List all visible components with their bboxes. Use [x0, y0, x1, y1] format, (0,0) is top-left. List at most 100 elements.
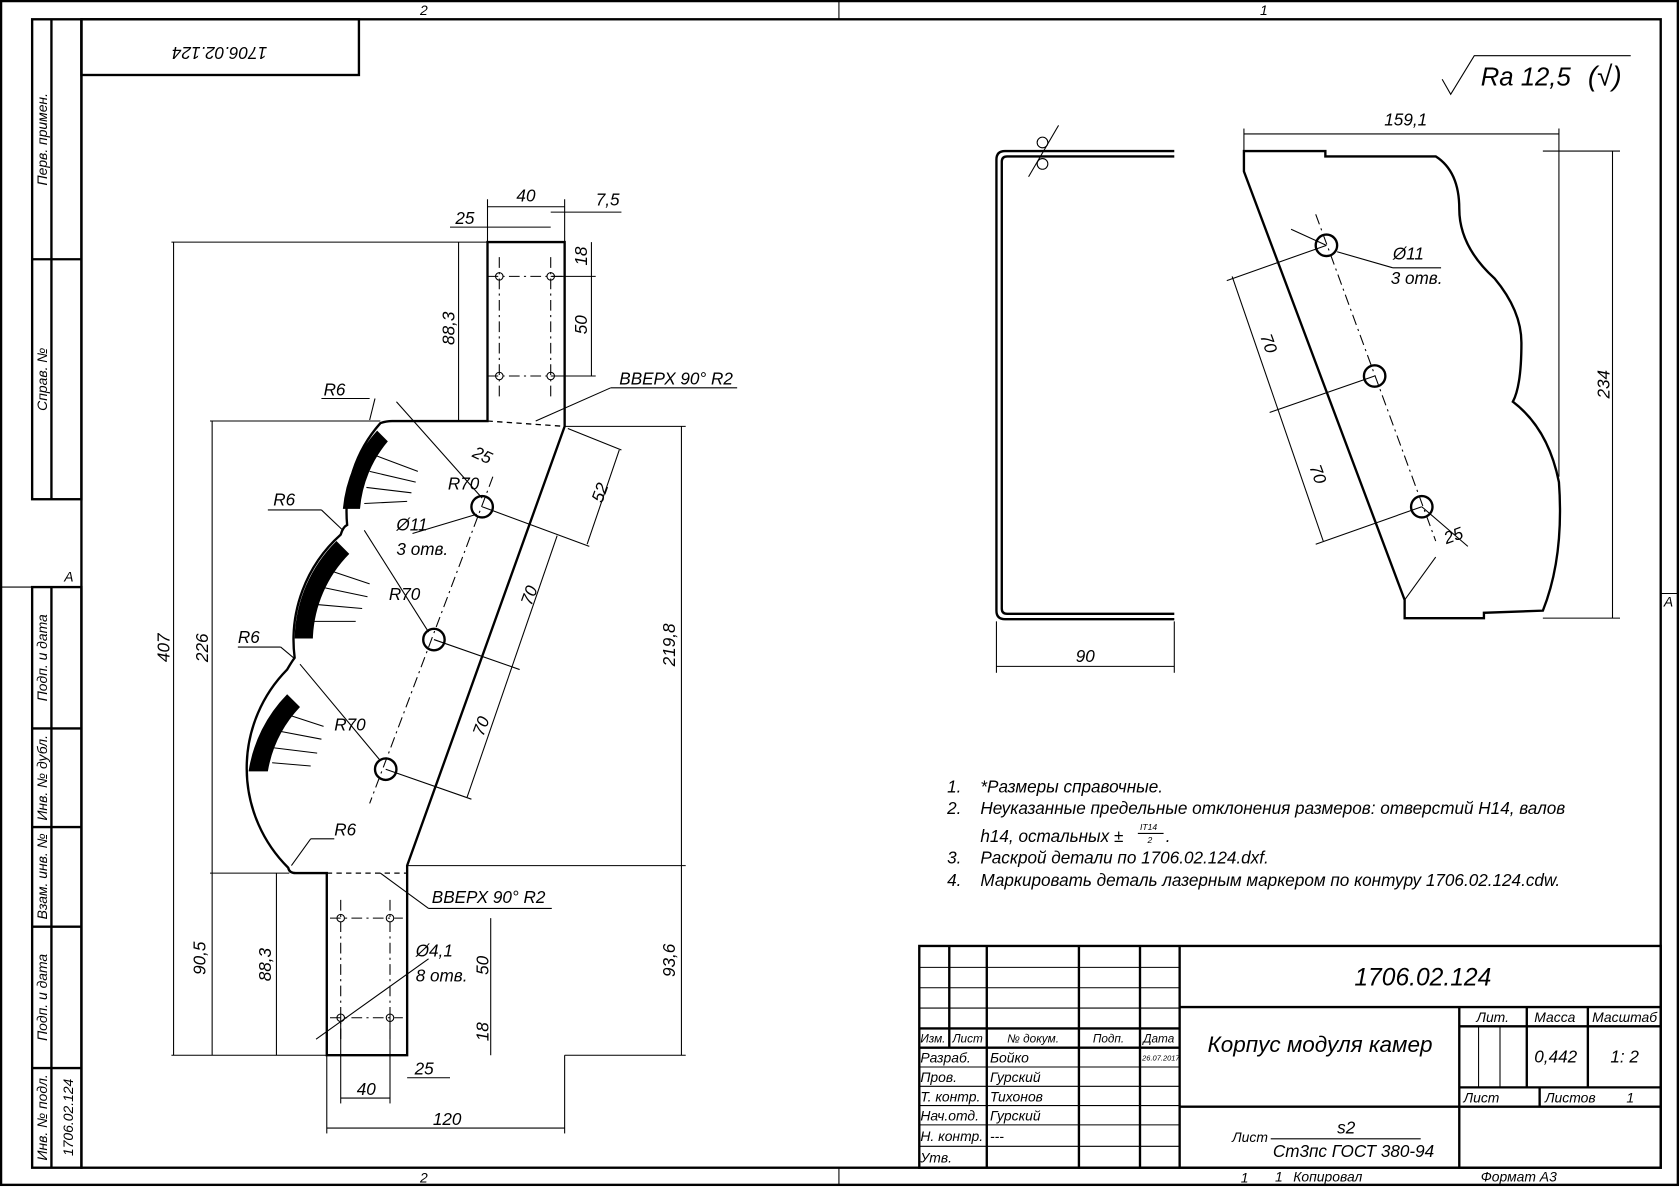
dim-r70-1: R70: [448, 474, 480, 494]
zone-top-2: 2: [419, 2, 428, 18]
dim-hole-11-right: Ø11: [1392, 243, 1424, 263]
mass-value: 0,442: [1534, 1047, 1577, 1067]
svg-text:Масса: Масса: [1534, 1009, 1575, 1025]
dim-25-bottom: 25: [414, 1059, 435, 1079]
svg-text:Тихонов: Тихонов: [990, 1088, 1043, 1104]
svg-text:26.07.2017: 26.07.2017: [1141, 1054, 1180, 1063]
bend-note-bottom: ВВЕРХ 90° R2: [432, 887, 546, 907]
svg-text:Дата: Дата: [1141, 1032, 1174, 1045]
front-view: 159,1 Ø11 3 отв. 70 70 234 25: [1226, 109, 1620, 620]
svg-text:Утв.: Утв.: [919, 1149, 952, 1165]
dim-219-8: 219,8: [659, 623, 679, 667]
dim-90-5: 90,5: [190, 941, 210, 975]
svg-text:Изм.: Изм.: [920, 1032, 945, 1045]
dim-50-top: 50: [571, 315, 591, 335]
top-stamp: 1706.02.124: [80, 18, 361, 77]
dim-120: 120: [433, 1109, 462, 1129]
svg-text:1706.02.124: 1706.02.124: [60, 1078, 76, 1156]
dim-7-5: 7,5: [596, 190, 620, 210]
part-name: Корпус модуля камер: [1208, 1032, 1433, 1057]
svg-text:*Размеры справочные.: *Размеры справочные.: [980, 777, 1163, 797]
svg-text:1706.02.124: 1706.02.124: [172, 43, 267, 63]
dim-hole-11: Ø11: [395, 514, 427, 534]
side-view: 90: [995, 125, 1175, 673]
svg-text:IT14: IT14: [1140, 822, 1157, 832]
svg-text:h14, остальных ±: h14, остальных ±: [980, 826, 1123, 846]
dim-40-top: 40: [516, 185, 536, 205]
zone-bottom-2: 2: [419, 1170, 428, 1186]
centerlines: [330, 257, 563, 1040]
svg-text:2: 2: [1147, 835, 1153, 845]
svg-text:Пров.: Пров.: [920, 1069, 957, 1085]
svg-text:Лист: Лист: [951, 1032, 982, 1045]
title-block: Изм. Лист № докум. Подп. Дата Разраб. Бой…: [918, 944, 1662, 1185]
dim-18-bottom: 18: [473, 1022, 493, 1042]
svg-text:1.: 1.: [947, 777, 961, 797]
svg-text:Взам. инв. №: Взам. инв. №: [34, 833, 50, 919]
side-strip: Перв. примен. Справ. № Подп. и дата Инв.…: [30, 18, 83, 1169]
dim-159-1: 159,1: [1384, 109, 1427, 129]
svg-text:Ra 12,5: Ra 12,5: [1481, 64, 1572, 92]
svg-text:---: ---: [990, 1128, 1004, 1144]
dim-93-6: 93,6: [659, 943, 679, 977]
svg-text:Лист: Лист: [1231, 1129, 1268, 1145]
dim-407: 407: [153, 632, 173, 662]
svg-text:Разраб.: Разраб.: [920, 1050, 970, 1066]
dim-r6-2: R6: [273, 490, 295, 510]
svg-text:Подп. и дата: Подп. и дата: [34, 614, 50, 701]
svg-text:Нач.отд.: Нач.отд.: [920, 1108, 979, 1124]
roughness-symbol: Ra 12,5 (√): [1441, 55, 1631, 96]
technical-notes: 1. *Размеры справочные. 2. Неуказанные пре…: [946, 777, 1565, 890]
scale-value: 1: 2: [1610, 1047, 1639, 1067]
flat-pattern-outline: [245, 240, 566, 1057]
svg-text:Инв. № подл.: Инв. № подл.: [34, 1074, 50, 1160]
svg-text:Формат А3: Формат А3: [1481, 1169, 1557, 1185]
material-thickness: s2: [1337, 1117, 1356, 1137]
svg-text:Лист: Лист: [1463, 1089, 1500, 1105]
svg-text:Маркировать деталь лазерным ма: Маркировать деталь лазерным маркером по …: [980, 870, 1560, 890]
dim-90: 90: [1076, 646, 1096, 666]
dim-70-a: 70: [516, 583, 541, 608]
dimension-lines: [171, 199, 738, 1134]
svg-text:Т. контр.: Т. контр.: [920, 1088, 980, 1104]
dim-18-top: 18: [571, 246, 591, 266]
svg-text:Справ. №: Справ. №: [34, 348, 50, 411]
roughness-bracket-icon: (√): [1588, 61, 1622, 92]
svg-text:Неуказанные предельные отклоне: Неуказанные предельные отклонения размер…: [980, 798, 1565, 818]
dim-r6-4: R6: [334, 820, 356, 840]
dim-25-top: 25: [454, 208, 475, 228]
dim-70-right-a: 70: [1256, 331, 1281, 356]
svg-text:Гурский: Гурский: [990, 1069, 1041, 1085]
svg-text:.: .: [1166, 826, 1171, 846]
zone-bottom-1: 1: [1241, 1170, 1249, 1186]
laser-marking: [248, 430, 419, 772]
svg-text:Листов: Листов: [1544, 1089, 1596, 1105]
svg-text:Подп.: Подп.: [1093, 1032, 1124, 1045]
dim-88-3-bottom: 88,3: [255, 948, 275, 982]
zone-top-1: 1: [1260, 2, 1268, 18]
designation: 1706.02.124: [1354, 965, 1491, 992]
svg-text:2.: 2.: [946, 798, 961, 818]
zone-left-a: A: [63, 569, 73, 585]
zone-right-a: A: [1663, 593, 1673, 609]
holes: [336, 272, 555, 1023]
svg-text:4.: 4.: [947, 870, 961, 890]
dim-226: 226: [192, 633, 212, 663]
dim-88-3-top: 88,3: [438, 311, 458, 345]
svg-text:Лит.: Лит.: [1475, 1009, 1509, 1025]
dim-70-right-b: 70: [1306, 462, 1331, 487]
dim-r70-3: R70: [334, 715, 366, 735]
svg-text:Н. контр.: Н. контр.: [920, 1128, 983, 1144]
dim-50-bottom: 50: [473, 955, 493, 975]
svg-text:Бойко: Бойко: [990, 1050, 1029, 1066]
dim-hole-11-right-count: 3 отв.: [1391, 268, 1443, 288]
svg-text:№ докум.: № докум.: [1007, 1032, 1059, 1045]
dim-r6-3: R6: [238, 627, 260, 647]
svg-text:Гурский: Гурский: [990, 1108, 1041, 1124]
svg-text:3.: 3.: [947, 847, 961, 867]
dim-25-diag: 25: [469, 441, 496, 468]
flat-pattern-view: 40 7,5 25 18 50 88,3 R6 ВВЕРХ 90° R2 R70…: [153, 185, 738, 1134]
dim-40-bottom: 40: [357, 1079, 377, 1099]
svg-text:1: 1: [1275, 1169, 1283, 1185]
